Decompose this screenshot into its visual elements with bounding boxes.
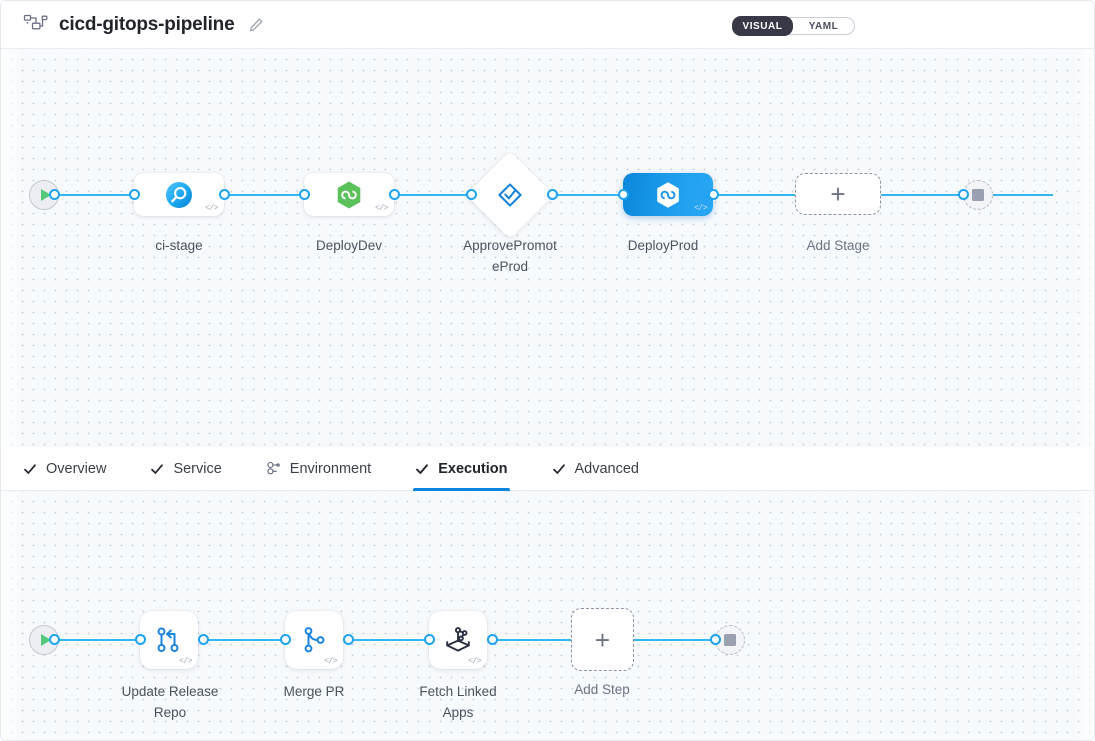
stage-label-approvepromoteprod: ApprovePromot eProd — [463, 238, 557, 274]
pipeline-start-node[interactable] — [29, 180, 59, 210]
step-node-fetch-linked-apps[interactable]: </> — [429, 611, 487, 669]
play-icon — [40, 189, 51, 201]
tab-service[interactable]: Service — [150, 447, 222, 491]
step-in-port[interactable] — [280, 634, 291, 645]
step-code-tag: </> — [468, 657, 481, 666]
argo-fetch-linked-apps-icon — [446, 627, 470, 652]
add-step-label: Add Step — [574, 682, 630, 697]
white-hexagon-infinity-icon — [657, 181, 679, 208]
execution-steps-canvas[interactable]: </> Update Release Repo </> Merge PR — [1, 491, 1094, 740]
add-stage-label: Add Stage — [806, 238, 870, 253]
tab-label: Environment — [289, 460, 372, 477]
view-mode-toggle[interactable]: VISUAL YAML — [732, 16, 855, 36]
tab-environment[interactable]: Environment — [266, 447, 371, 491]
infrastructure-nodes-icon — [266, 461, 281, 476]
stage-label-ci-stage: ci-stage — [155, 238, 203, 253]
toggle-visual[interactable]: VISUAL — [732, 16, 793, 36]
stage-out-port[interactable] — [389, 189, 400, 200]
stop-square-icon — [972, 189, 984, 201]
page-title: cicd-gitops-pipeline — [59, 13, 235, 35]
pipeline-header-left: cicd-gitops-pipeline — [1, 14, 264, 36]
canvas-fade-left — [1, 49, 23, 447]
plus-icon: + — [594, 624, 611, 655]
check-icon — [150, 462, 164, 476]
stage-code-tag: </> — [205, 204, 218, 213]
step-out-port[interactable] — [487, 634, 498, 645]
check-icon — [23, 462, 37, 476]
tab-label: Execution — [438, 460, 508, 477]
stage-in-port[interactable] — [466, 189, 477, 200]
step-code-tag: </> — [179, 657, 192, 666]
step-label-update-release-repo: Update Release Repo — [121, 684, 219, 720]
end-port[interactable] — [710, 634, 721, 645]
green-hexagon-infinity-icon — [337, 181, 361, 208]
step-label-merge-pr: Merge PR — [283, 684, 345, 699]
stage-code-tag: </> — [694, 204, 707, 213]
stage-node-ci-stage[interactable]: </> — [134, 173, 224, 216]
canvas-fade-right — [1074, 491, 1094, 740]
step-out-port[interactable] — [343, 634, 354, 645]
tab-overview[interactable]: Overview — [23, 447, 106, 491]
step-label-fetch-linked-apps: Fetch Linked Apps — [419, 684, 497, 720]
ci-build-magnifier-icon — [166, 181, 192, 208]
tab-execution[interactable]: Execution — [413, 447, 510, 491]
canvas-fade-left — [1, 491, 23, 740]
stage-config-tabs[interactable]: Overview Service Environment — [1, 447, 1094, 491]
approval-stamp-icon — [479, 164, 541, 226]
plus-icon: + — [830, 179, 846, 209]
stage-in-port[interactable] — [618, 189, 629, 200]
canvas-fade-right — [1074, 49, 1094, 447]
start-port[interactable] — [49, 634, 60, 645]
tab-label: Overview — [46, 460, 107, 477]
stage-out-port[interactable] — [219, 189, 230, 200]
start-port[interactable] — [49, 189, 60, 200]
stage-in-port[interactable] — [299, 189, 310, 200]
add-step-button[interactable]: + — [571, 608, 634, 671]
check-icon — [415, 462, 429, 476]
play-icon — [40, 634, 51, 646]
stage-code-tag: </> — [375, 204, 388, 213]
git-update-release-repo-icon — [157, 627, 179, 652]
stage-out-port[interactable] — [547, 189, 558, 200]
step-node-update-release-repo[interactable]: </> — [140, 611, 198, 669]
stop-square-icon — [724, 634, 736, 646]
stage-label-deploydev: DeployDev — [315, 238, 383, 253]
stage-node-deploydev[interactable]: </> — [304, 173, 394, 216]
git-merge-pr-icon — [304, 627, 325, 653]
stage-label-deployprod: DeployProd — [627, 238, 699, 253]
step-code-tag: </> — [324, 657, 337, 666]
pipeline-hierarchy-icon — [23, 14, 49, 36]
tab-label: Service — [173, 460, 222, 477]
tab-label: Advanced — [574, 460, 640, 477]
step-node-merge-pr[interactable]: </> — [285, 611, 343, 669]
toggle-yaml[interactable]: YAML — [808, 20, 839, 32]
check-icon — [552, 462, 566, 476]
stage-graph-canvas[interactable]: </> ci-stage </> DeployDev ApprovePromot… — [1, 49, 1094, 447]
step-wire — [53, 639, 733, 641]
step-out-port[interactable] — [198, 634, 209, 645]
add-stage-button[interactable]: + — [795, 173, 881, 215]
stage-node-deployprod[interactable]: </> — [623, 173, 713, 216]
pipeline-header: cicd-gitops-pipeline VISUAL YAML — [1, 1, 1094, 49]
pencil-edit-icon[interactable] — [248, 17, 264, 33]
tab-advanced[interactable]: Advanced — [552, 447, 640, 491]
step-in-port[interactable] — [135, 634, 146, 645]
stage-out-port[interactable] — [708, 189, 719, 200]
end-port[interactable] — [958, 189, 969, 200]
stage-in-port[interactable] — [129, 189, 140, 200]
step-in-port[interactable] — [424, 634, 435, 645]
